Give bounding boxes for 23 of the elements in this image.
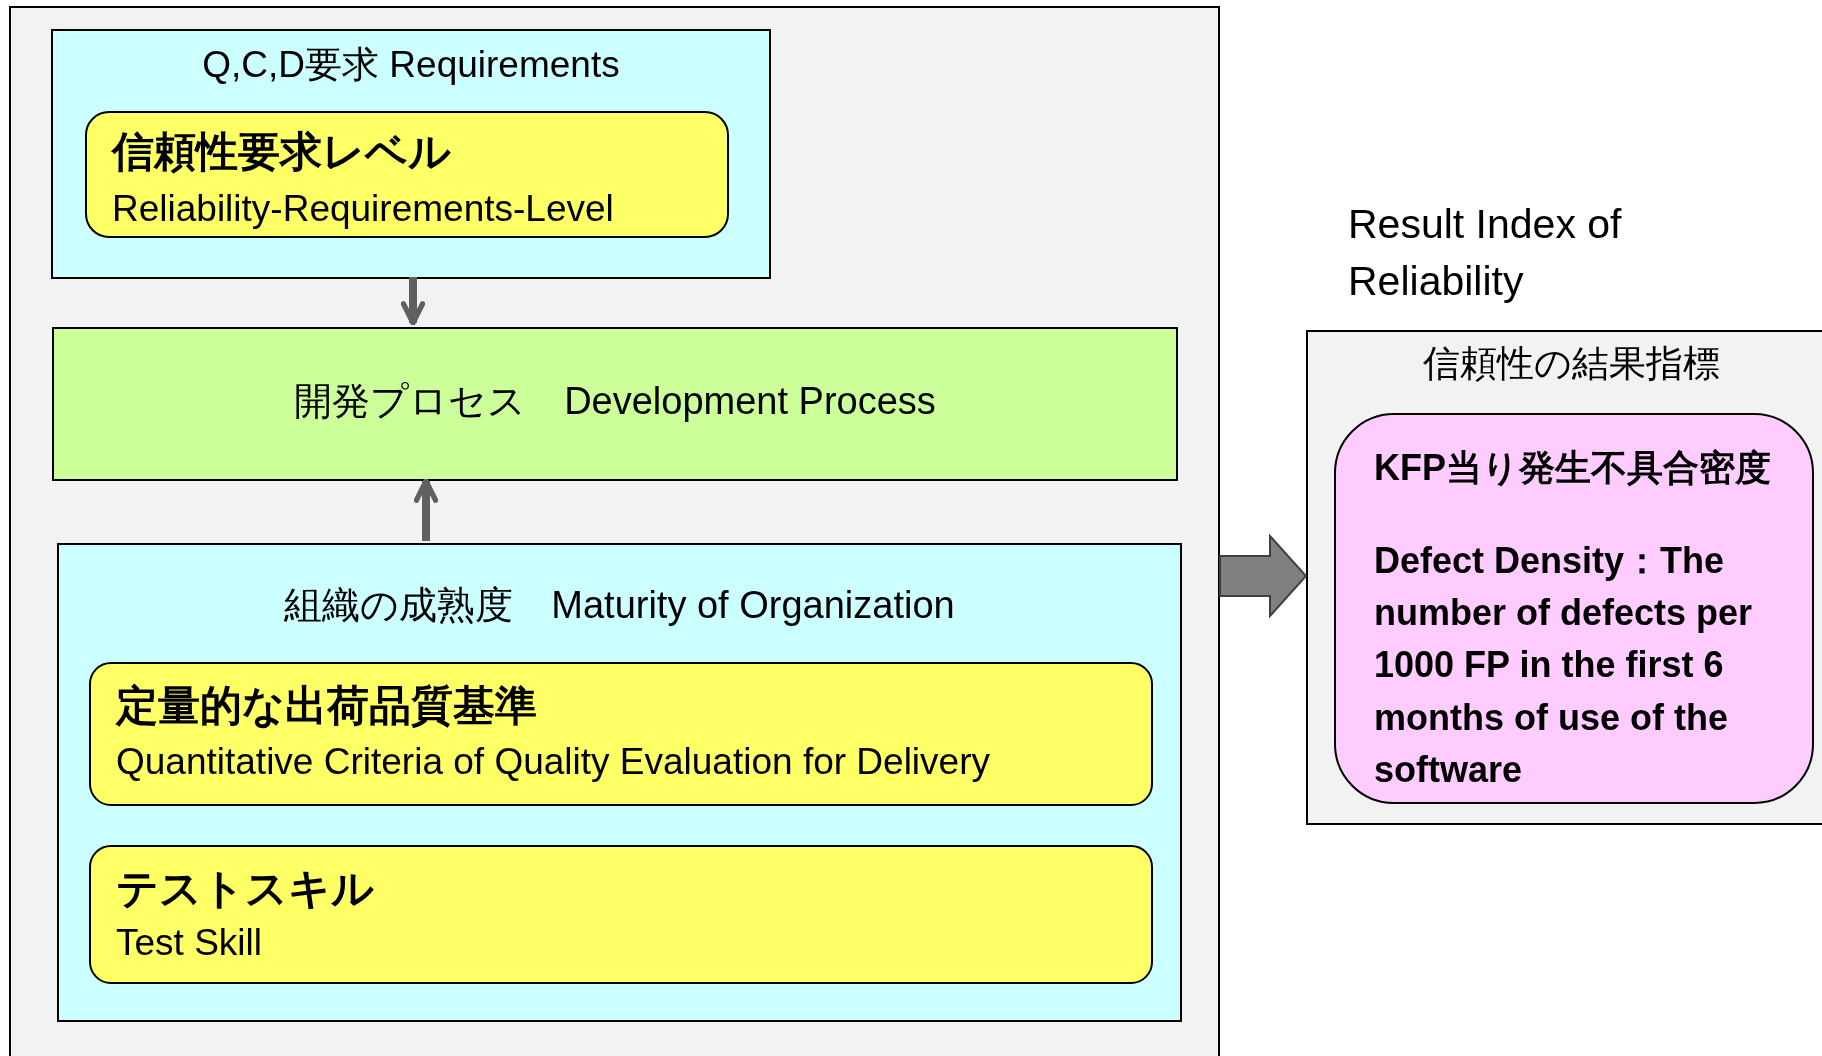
result-heading: Result Index of Reliability: [1348, 200, 1623, 307]
metric-title: KFP当り発生不具合密度: [1374, 446, 1772, 490]
box-subtitle: Test Skill: [116, 921, 262, 965]
box-subtitle: Quantitative Criteria of Quality Evaluation for Delivery: [116, 740, 990, 784]
process-box: [52, 327, 1178, 481]
block-arrow: [1219, 533, 1308, 619]
box-heading: 定量的な出荷品質基準: [116, 681, 537, 731]
panel-heading: 信頼性の結果指標: [1421, 342, 1721, 386]
organization-box: [57, 543, 1182, 1022]
process-box: [89, 845, 1153, 984]
box-heading: 信頼性要求レベル: [112, 127, 451, 177]
box-heading: テストスキル: [116, 864, 374, 914]
box-heading: 開発プロセス Development Process: [293, 379, 937, 424]
panel-background: [9, 6, 1220, 1056]
box-subtitle: Reliability-Requirements-Level: [112, 187, 614, 231]
process-box: [85, 111, 729, 238]
box-heading: 組織の成熟度 Maturity of Organization: [283, 583, 956, 628]
requirements-box: [51, 29, 771, 279]
process-box: [89, 662, 1153, 806]
arrow: [400, 277, 426, 326]
metric-box: [1334, 413, 1814, 804]
metric-description: Defect Density：The number of defects per 1000 FP in the first 6 months of use of the software: [1374, 539, 1754, 792]
box-heading: Q,C,D要求 Requirements: [201, 43, 621, 87]
